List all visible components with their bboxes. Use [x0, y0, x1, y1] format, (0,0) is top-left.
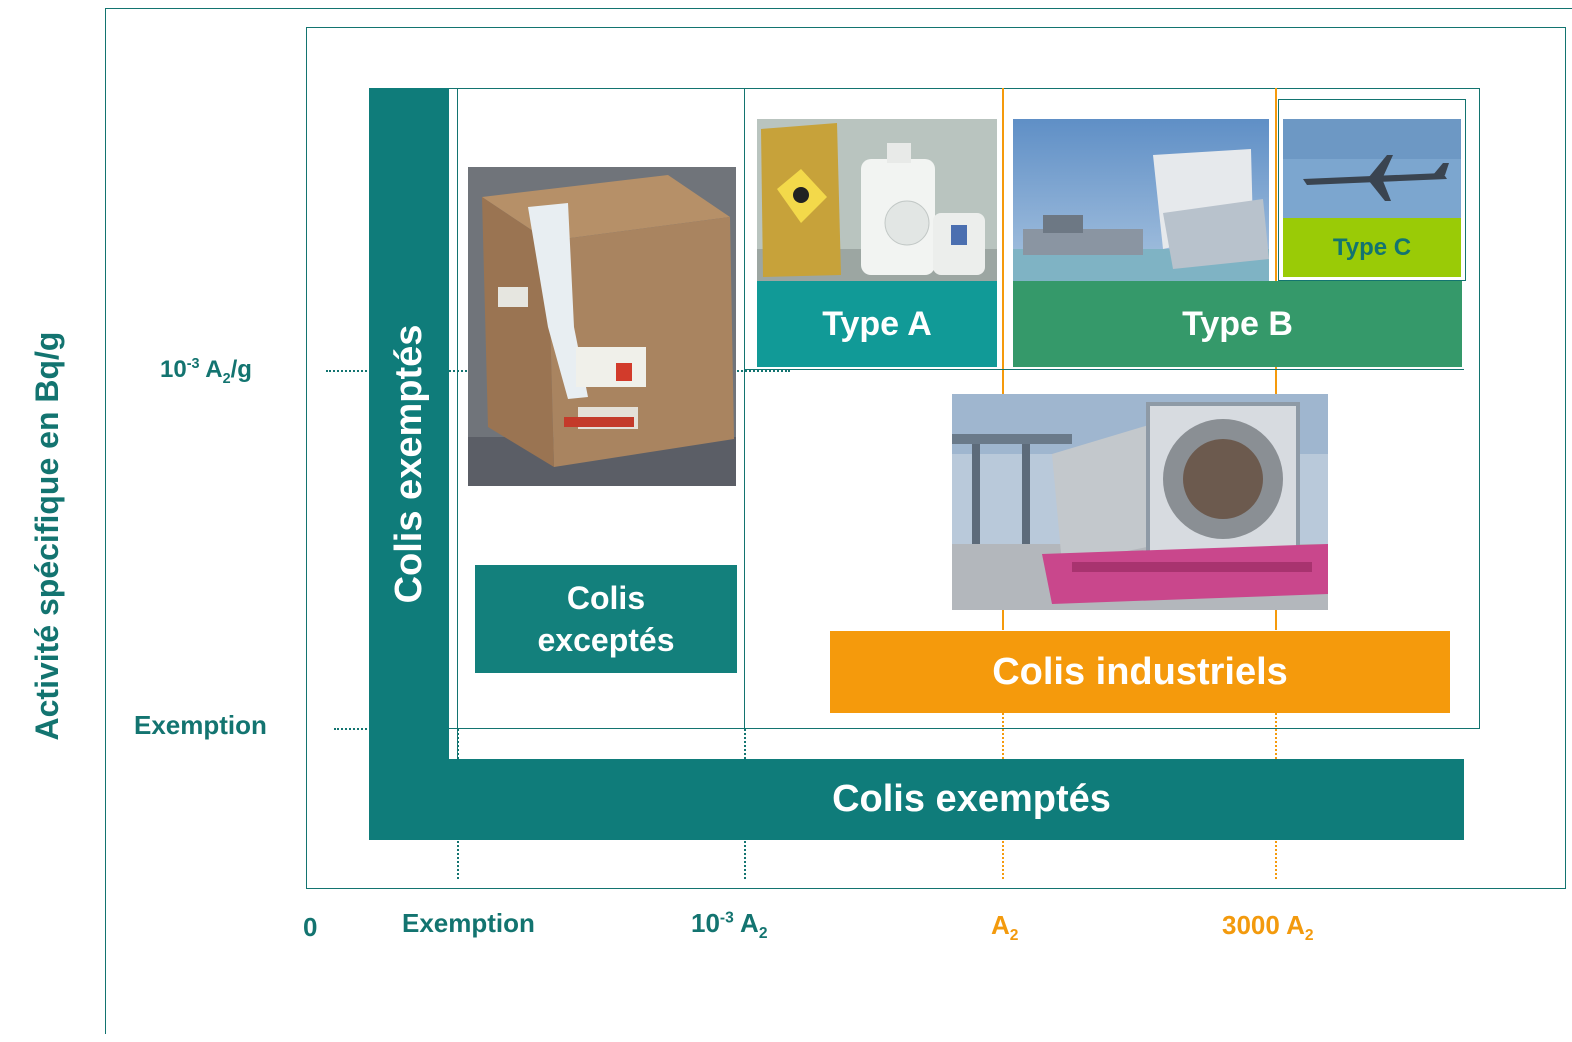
photo-type-b-cask	[1013, 119, 1269, 281]
exempt-vertical-label: Colis exemptés	[388, 324, 430, 604]
x-label-3000-unit: 3000 A	[1222, 910, 1305, 940]
excepted-label-line2: exceptés	[537, 622, 675, 658]
type-b-cask-illustration	[1013, 119, 1269, 281]
exempt-vertical-bar	[369, 88, 449, 840]
y-label-high-exp: -3	[186, 356, 200, 372]
industrial-label: Colis industriels	[992, 650, 1288, 693]
y-label-high-unit: A	[199, 356, 223, 383]
exemption-boundary-line	[457, 88, 458, 760]
photo-cardboard-package	[468, 167, 736, 486]
y-label-high-base: 10	[160, 356, 187, 383]
industrial-tank-illustration	[952, 394, 1328, 610]
plot-frame	[306, 27, 1566, 889]
type-c-frame	[1278, 99, 1466, 281]
y-axis-title: Activité spécifique en Bq/g	[29, 331, 65, 741]
excepted-box: Colis exceptés	[475, 565, 737, 673]
x-label-milli-a2: 10-3 A2	[691, 908, 768, 943]
cardboard-box-illustration	[468, 167, 736, 486]
x-label-a2-sub: 2	[1009, 927, 1019, 945]
x-label-milli-sub: 2	[758, 925, 768, 943]
type-c-label: Type C	[1332, 233, 1412, 261]
type-a-label: Type A	[822, 304, 932, 343]
industrial-box: Colis industriels	[830, 631, 1450, 713]
x-label-exemption: Exemption	[402, 908, 535, 938]
airplane-illustration	[1283, 119, 1461, 218]
outer-left-border	[105, 8, 106, 1034]
excepted-label-line1: Colis	[566, 580, 646, 616]
x-label-zero: 0	[303, 912, 318, 942]
exemption-level-dotted-line	[334, 728, 374, 730]
x-label-milli-unit: A	[733, 908, 759, 938]
k3-a2-boundary-line	[1275, 88, 1277, 366]
type-b-box: Type B	[1013, 281, 1462, 367]
outer-top-border	[105, 8, 1572, 9]
type-a-box: Type A	[757, 281, 997, 367]
photo-type-a-containers	[757, 119, 997, 281]
y-label-high-suffix: /g	[230, 356, 252, 383]
type-b-label: Type B	[1182, 304, 1293, 343]
x-label-3000-a2: 3000 A2	[1222, 910, 1314, 945]
y-label-exemption: Exemption	[134, 710, 267, 740]
exempt-horizontal-label: Colis exemptés	[832, 778, 1111, 820]
type-c-box: Type C	[1283, 218, 1461, 277]
photo-airplane	[1283, 119, 1461, 218]
milli-a2-boundary-line	[744, 88, 745, 728]
photo-industrial-tank-container	[952, 394, 1328, 610]
x-label-3000-sub: 2	[1304, 927, 1314, 945]
x-label-a2-unit: A	[991, 910, 1010, 940]
x-label-milli-exp: -3	[719, 909, 734, 927]
y-label-high-sub: 2	[222, 370, 231, 387]
a2-boundary-line	[1002, 88, 1004, 366]
high-level-solid-line	[744, 369, 1464, 370]
x-label-a2: A2	[991, 910, 1018, 945]
type-a-containers-illustration	[757, 119, 997, 281]
exempt-horizontal-bar: Colis exemptés	[369, 759, 1464, 840]
y-label-high: 10-3 A2/g	[160, 356, 252, 387]
x-label-milli-base: 10	[691, 908, 720, 938]
